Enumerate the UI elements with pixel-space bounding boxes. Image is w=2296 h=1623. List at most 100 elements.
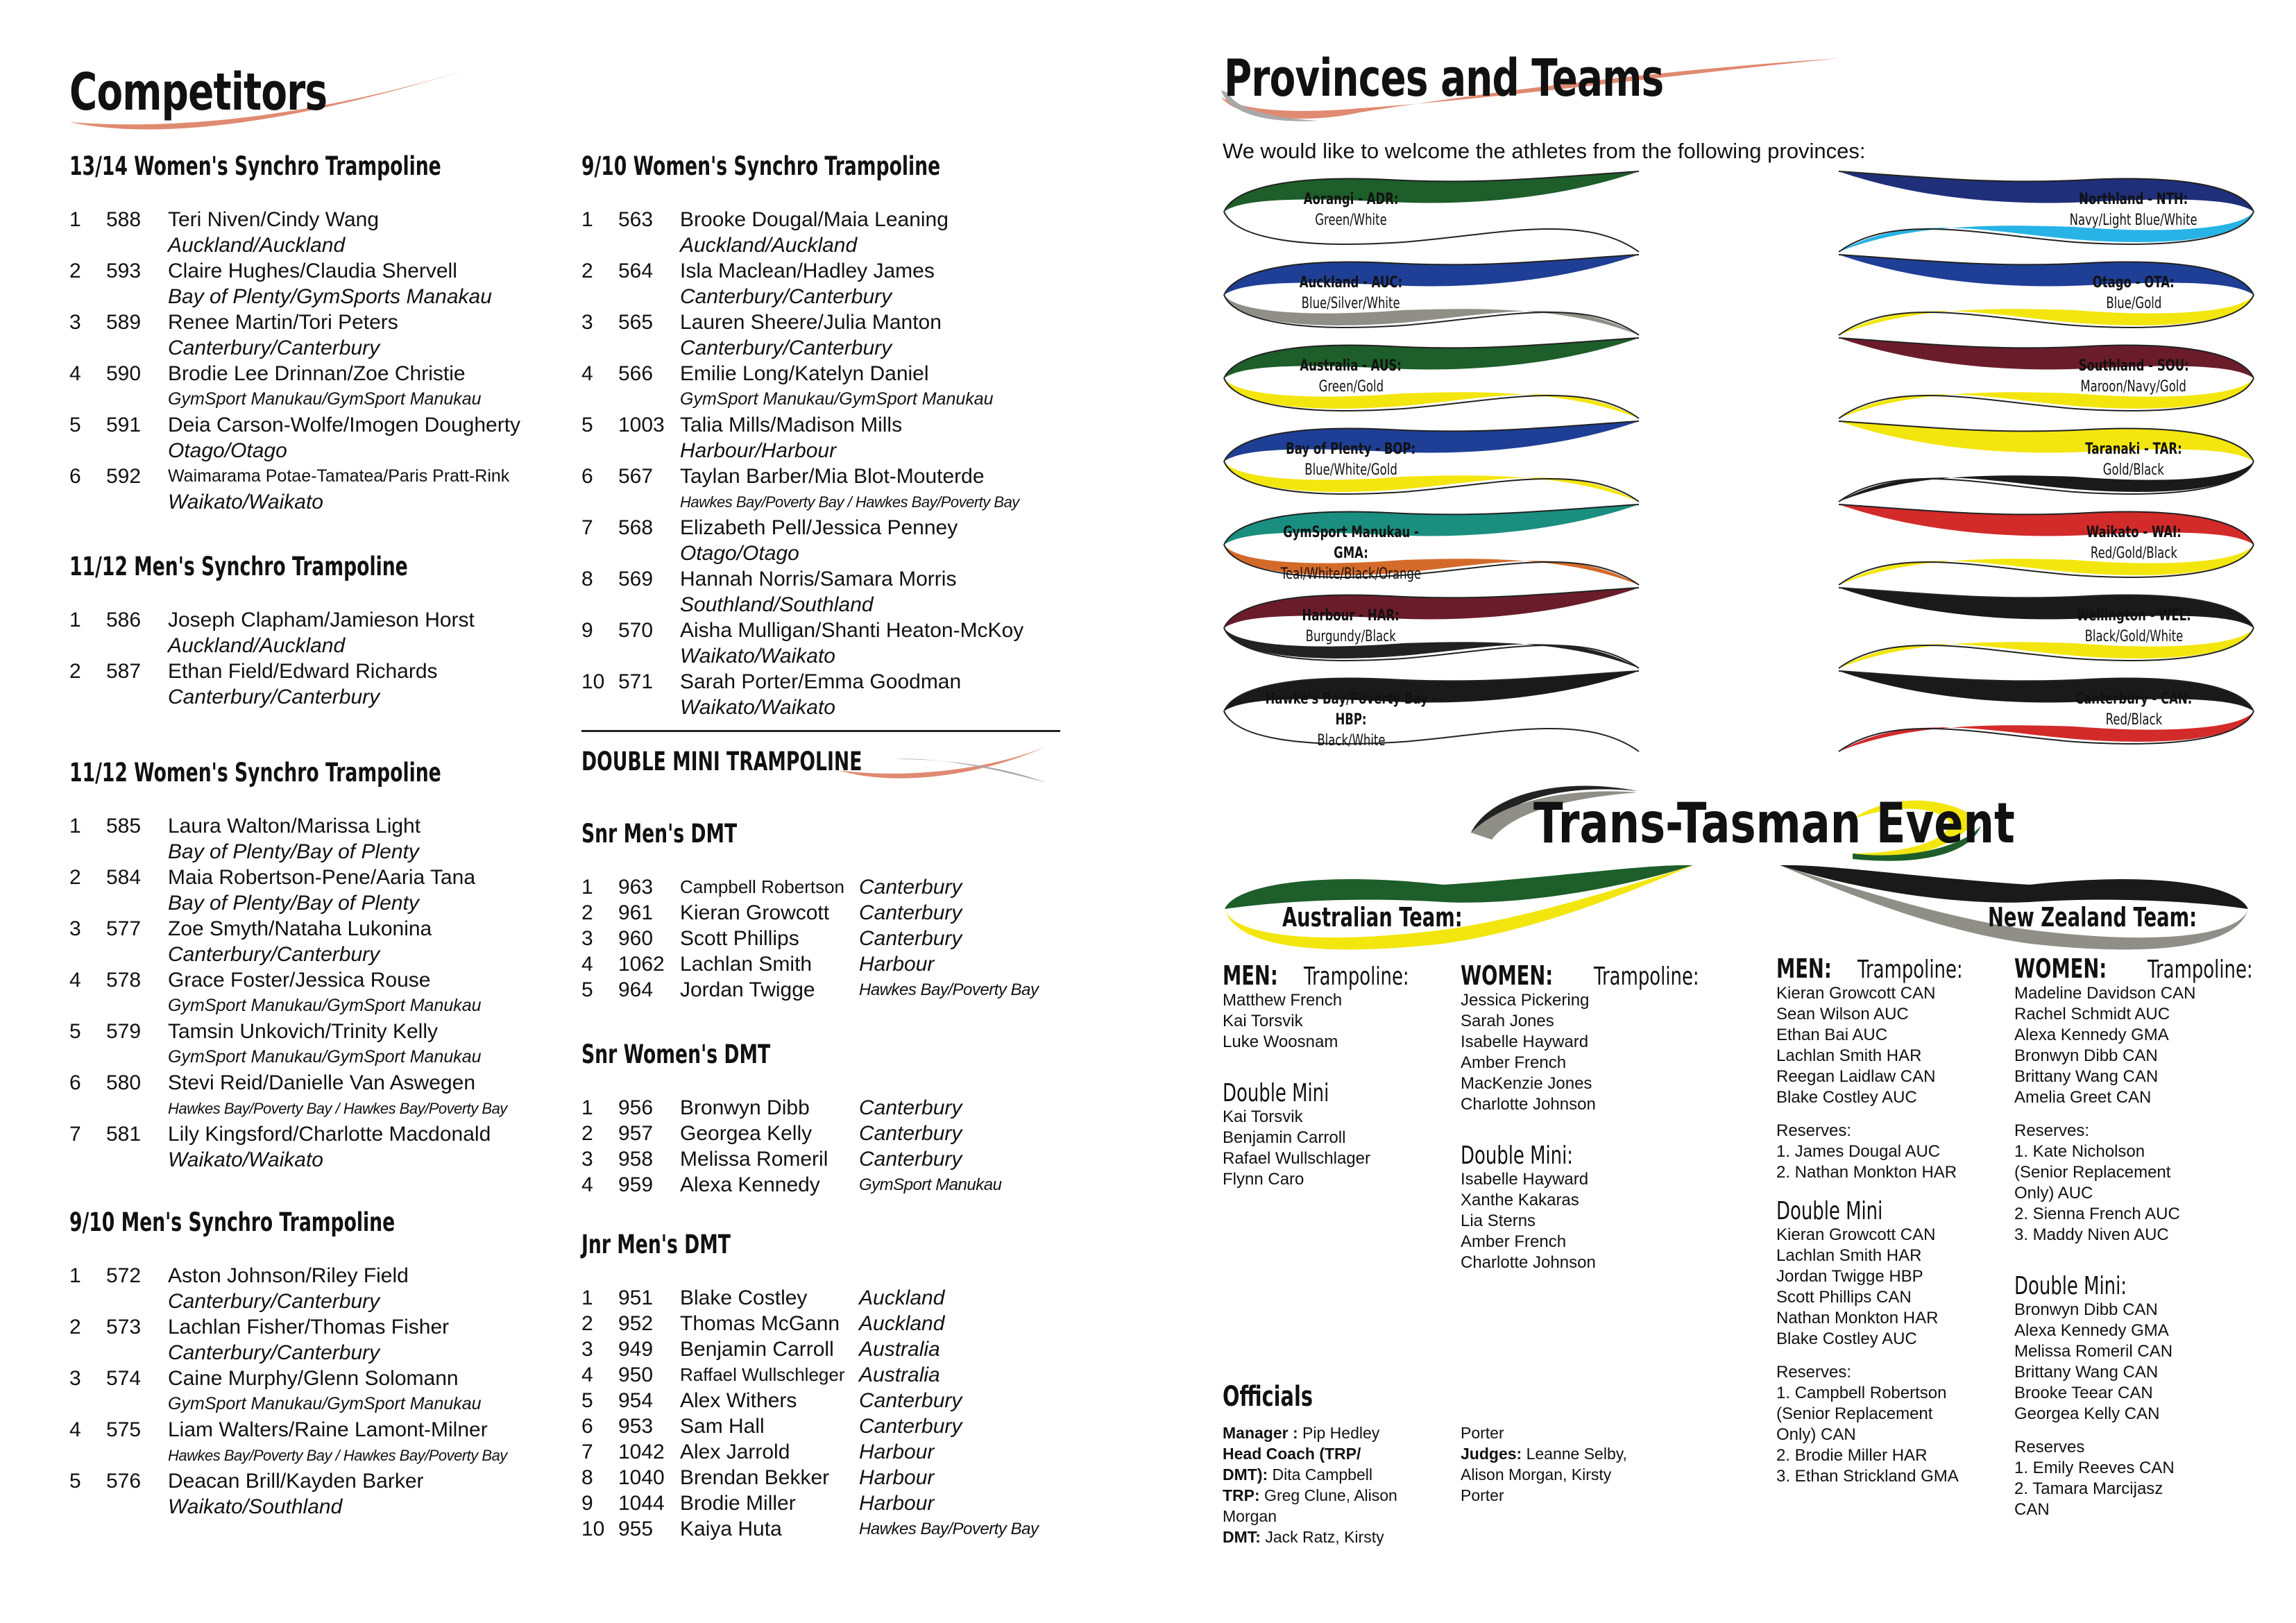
- aus-team-swoosh: [1225, 865, 1693, 950]
- section-title-text: 13/14 Women's Synchro Trampoline: [69, 151, 441, 181]
- entry-number: 6: [69, 1071, 81, 1094]
- dmt-entry-number: 5: [581, 978, 593, 1001]
- nz-women-dm-title: Double Mini:: [2014, 1272, 2127, 1300]
- entry-number: 1: [69, 208, 81, 231]
- dmt-entry-number: 4: [581, 953, 593, 976]
- province-name: GymSport Manukau - GMA:: [1283, 524, 1419, 562]
- team-member: MacKenzie Jones: [1461, 1074, 1592, 1093]
- provinces-intro: We would like to welcome the athletes fr…: [1223, 139, 1866, 163]
- entry-number: 3: [69, 311, 81, 334]
- dmt-names: Jack Ratz, Kirsty: [1260, 1528, 1384, 1546]
- province-outline: [1223, 670, 1640, 752]
- province-colour-band: [1224, 295, 1639, 335]
- entry-names: Maia Robertson-Pene/Aaria Tana: [168, 866, 476, 889]
- dmt-entry-name: Jordan Twigge: [680, 978, 815, 1001]
- dmt-entry-name: Georgea Kelly: [680, 1122, 813, 1145]
- entry-code: 568: [618, 516, 654, 539]
- province-swoosh-icon: [1838, 171, 2254, 253]
- entry-clubs: Waikato/Waikato: [680, 696, 835, 719]
- dmt-entry-name: Bronwyn Dibb: [680, 1096, 810, 1119]
- dmt-entry-club: Canterbury: [859, 901, 962, 924]
- team-member: Jessica Pickering: [1461, 991, 1590, 1010]
- aus-team-banner: Australian Team:: [1221, 864, 1700, 954]
- entry-clubs: Hawkes Bay/Poverty Bay / Hawkes Bay/Pove…: [168, 1100, 507, 1117]
- dmt-entry-code: 961: [618, 901, 654, 924]
- entry-clubs: Canterbury/Canterbury: [168, 1290, 380, 1313]
- officials-col2-porter: Porter: [1461, 1424, 1504, 1442]
- team-member: Lachlan Smith HAR: [1776, 1046, 1922, 1065]
- entry-number: 1: [69, 1264, 81, 1287]
- entry-number: 4: [69, 969, 81, 992]
- province-name-row: Otago - OTA:: [2019, 273, 2248, 294]
- province-name: Waikato - WAI:: [2086, 524, 2182, 541]
- province-colour-band: [1224, 421, 1639, 461]
- province-right-0: Northland - NTH:Navy/Light Blue/White: [1825, 170, 2255, 253]
- team-member: Nathan Monkton HAR: [1776, 1309, 1939, 1327]
- province-name-row: Taranaki - TAR:: [2019, 439, 2248, 460]
- province-name-row: Australia - AUS:: [1236, 356, 1465, 377]
- province-right-5: Wellington - WEL:Black/Gold/White: [1825, 586, 2255, 670]
- province-outline: [1838, 420, 2254, 502]
- team-member: Only) AUC: [2014, 1184, 2093, 1203]
- entry-code: 572: [106, 1264, 142, 1287]
- team-member: Charlotte Johnson: [1461, 1095, 1596, 1114]
- nz-team-banner: New Zealand Team:: [1773, 864, 2252, 954]
- entry-names: Lily Kingsford/Charlotte Macdonald: [168, 1123, 491, 1146]
- entry-number: 3: [581, 311, 593, 334]
- province-name-row: Harbour - HAR:: [1236, 606, 1465, 627]
- nz-men-heading: MEN:: [1776, 953, 1832, 984]
- province-name: Australia - AUS:: [1300, 357, 1402, 375]
- province-colour-band: [1224, 711, 1639, 751]
- entry-number: 4: [69, 1418, 81, 1441]
- team-member: Xanthe Kakaras: [1461, 1191, 1579, 1209]
- entry-number: 5: [69, 1020, 81, 1043]
- province-swoosh-icon: [1223, 254, 1640, 336]
- province-name: Wellington - WEL:: [2076, 607, 2191, 624]
- entry-code: 569: [618, 568, 654, 590]
- province-outline: [1838, 254, 2254, 336]
- province-right-6: Canterbury - CAN:Red/Black: [1825, 670, 2255, 753]
- province-colours: Teal/White/Black/Orange: [1280, 566, 1422, 583]
- province-outline: [1223, 587, 1640, 669]
- entry-number: 2: [581, 260, 593, 282]
- dmt-divider: [581, 730, 1060, 732]
- dmt-entry-code: 952: [618, 1312, 654, 1335]
- province-label: Australia - AUS:Green/Gold: [1236, 356, 1465, 398]
- province-name-row: Northland - NTH:: [2019, 189, 2248, 210]
- entry-names: Isla Maclean/Hadley James: [680, 260, 935, 282]
- dmt-entry-number: 3: [581, 927, 593, 950]
- entry-clubs: Canterbury/Canterbury: [680, 337, 892, 359]
- dmt-entry-name: Alex Withers: [680, 1389, 797, 1412]
- province-swoosh-icon: [1223, 337, 1640, 419]
- province-colours-row: Teal/White/Black/Orange: [1236, 564, 1465, 585]
- dmt-section-title: Snr Women's DMT: [581, 1039, 844, 1069]
- manager-name: Pip Hedley: [1298, 1424, 1380, 1442]
- province-colours-row: Blue/Gold: [2019, 294, 2248, 314]
- dmt-entry-code: 956: [618, 1096, 654, 1119]
- entry-names: Joseph Clapham/Jamieson Horst: [168, 609, 475, 631]
- province-colours-row: Blue/White/Gold: [1236, 460, 1465, 481]
- entry-number: 7: [581, 516, 593, 539]
- dmt-entry-name: Raffael Wullschleger: [680, 1364, 845, 1385]
- team-member: Alexa Kennedy GMA: [2014, 1321, 2169, 1340]
- entry-clubs: Waikato/Waikato: [168, 491, 323, 513]
- province-name-row: Hawke's Bay/Poverty Bay - HBP:: [1236, 689, 1465, 731]
- dmt-entry-club: Hawkes Bay/Poverty Bay: [859, 1520, 1039, 1538]
- dmt-entry-code: 953: [618, 1415, 654, 1438]
- dmt-section-title-text: Jnr Men's DMT: [581, 1230, 731, 1259]
- entry-clubs: GymSport Manukau/GymSport Manukau: [168, 389, 482, 409]
- aus-men-heading: MEN:: [1223, 960, 1278, 991]
